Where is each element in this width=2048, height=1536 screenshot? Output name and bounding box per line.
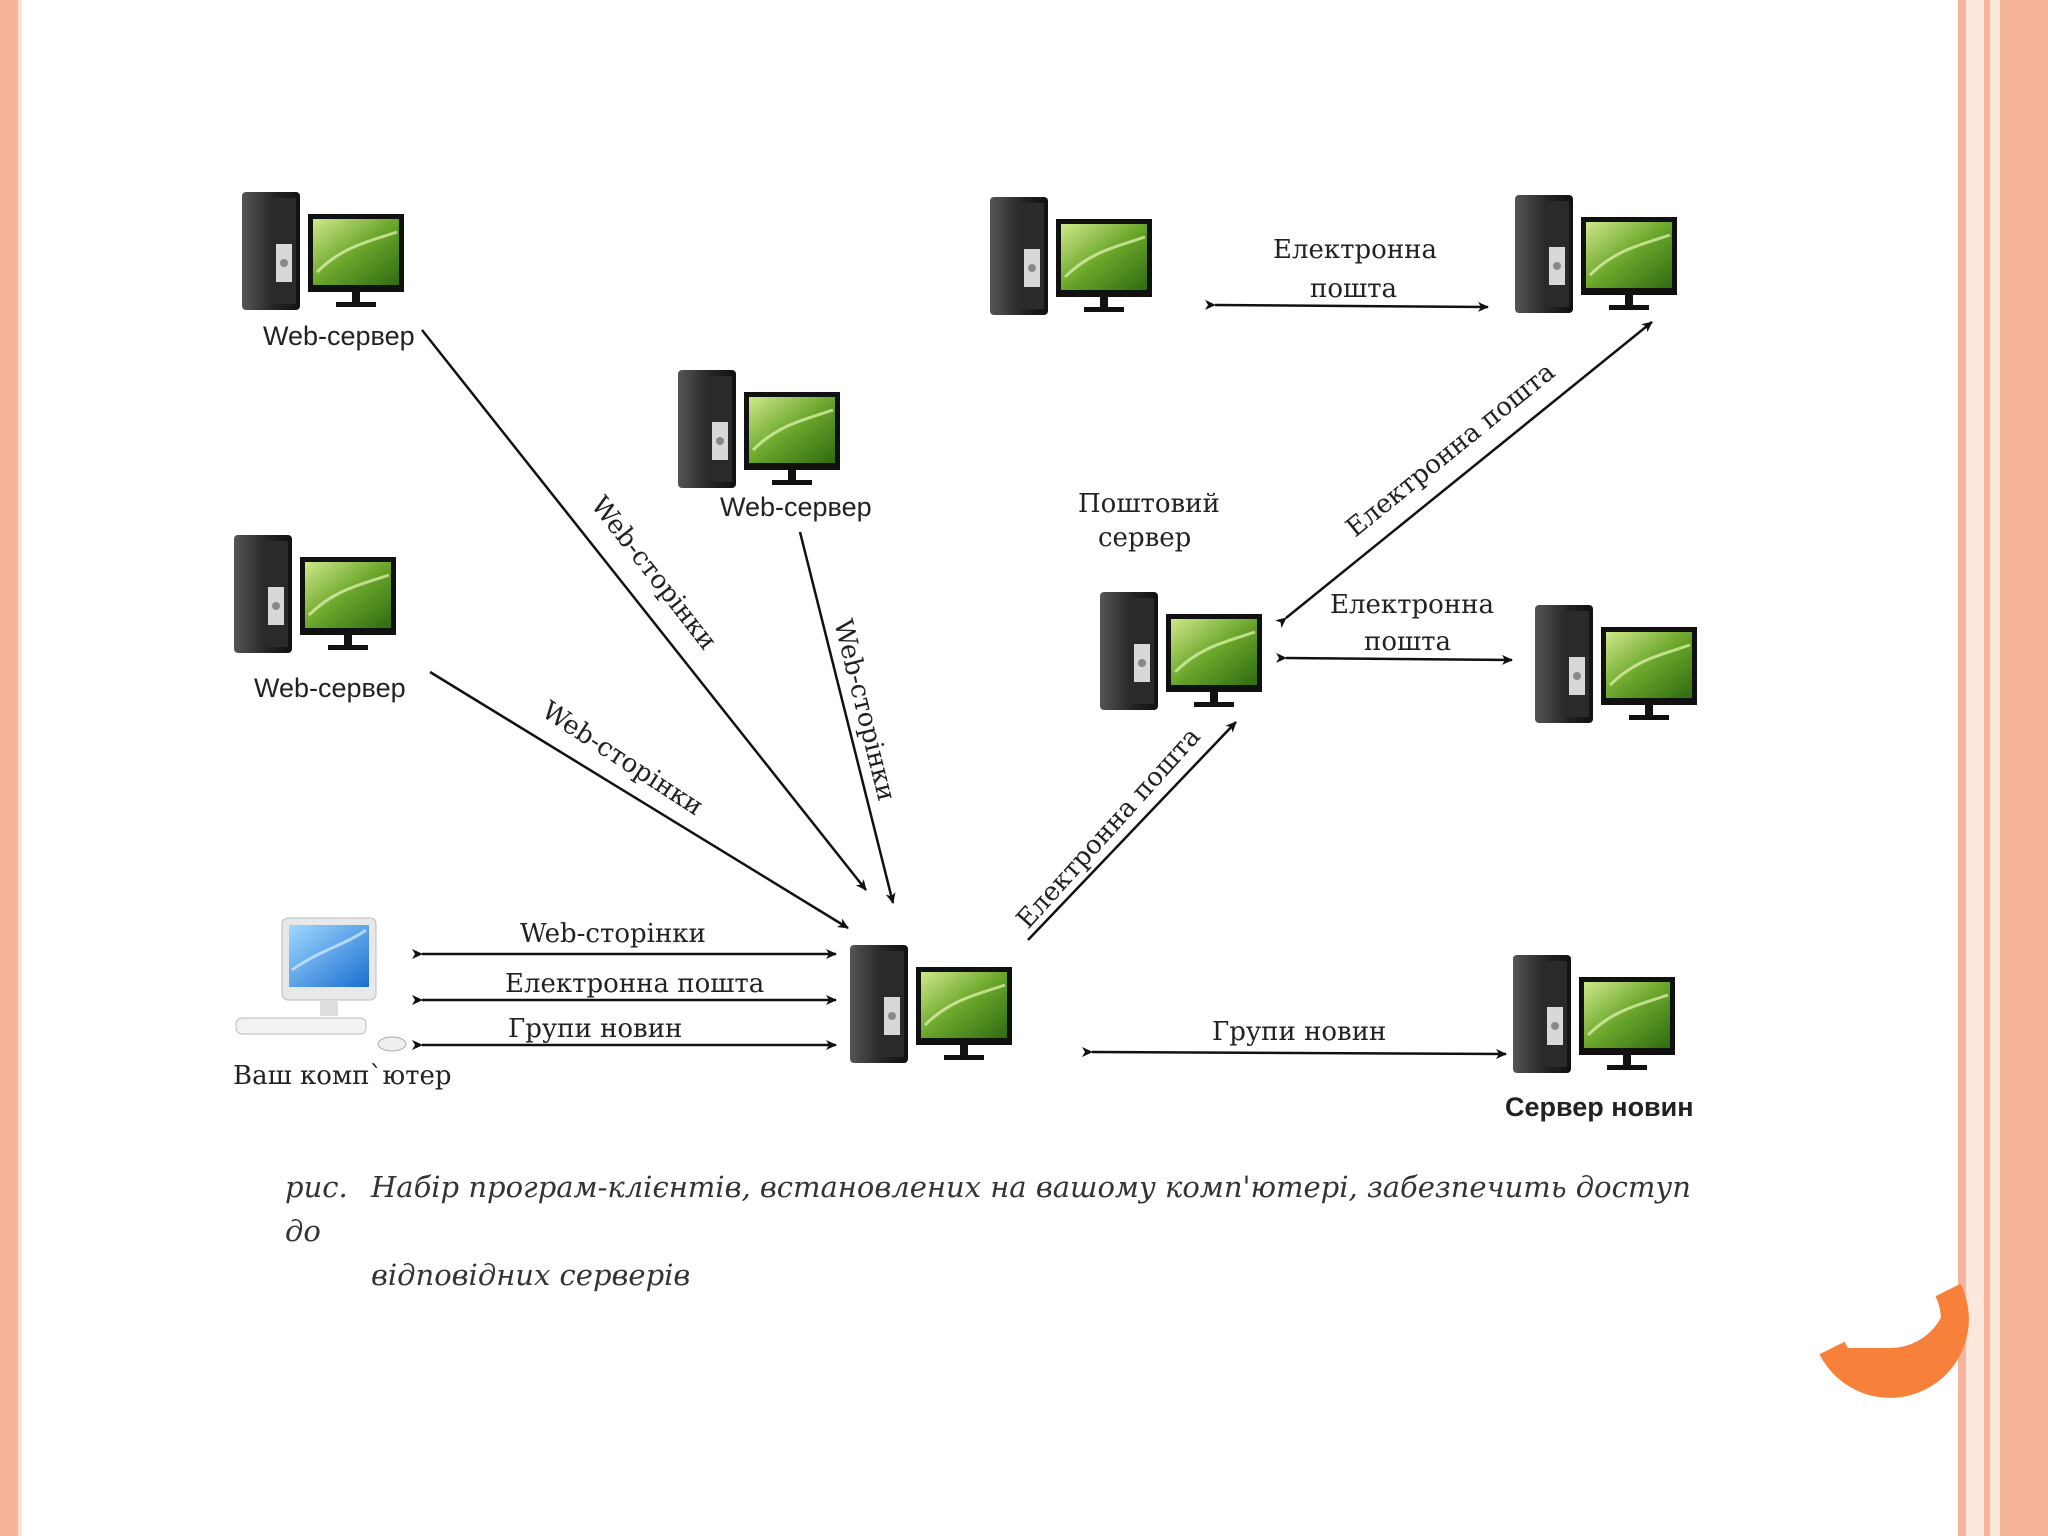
edge-ws2-pages bbox=[798, 531, 896, 904]
your-computer-label: Ваш комп`ютер bbox=[233, 1061, 452, 1091]
figure-caption: рис.Набір програм-клієнтів, встановлених… bbox=[285, 1165, 1715, 1297]
ws1-pages-label: Web-сторінки bbox=[584, 491, 722, 656]
caption-line-1: Набір програм-клієнтів, встановлених на … bbox=[285, 1170, 1691, 1248]
mail-peer-lower-icon bbox=[1533, 603, 1699, 725]
web-server-2-label: Web-сервер bbox=[720, 492, 872, 522]
mail-right-label-1: Електронна bbox=[1330, 590, 1494, 620]
mail-top-diagonal-label: Електронна пошта bbox=[1341, 357, 1561, 543]
ws3-pages-label: Web-сторінки bbox=[536, 696, 708, 822]
right-border-stripe bbox=[1966, 0, 1984, 1536]
caption-prefix: рис. bbox=[285, 1170, 348, 1204]
web-server-1-icon bbox=[240, 190, 406, 312]
news-link-label: Групи новин bbox=[1212, 1017, 1386, 1047]
right-border-stripe bbox=[1958, 0, 1966, 1536]
web-server-3-icon bbox=[232, 533, 398, 655]
mail-server-label-2: сервер bbox=[1098, 523, 1191, 553]
ws2-pages-label: Web-сторінки bbox=[827, 616, 901, 804]
client-pages-label: Web-сторінки bbox=[520, 919, 706, 949]
mail-server-icon bbox=[1098, 590, 1264, 712]
right-border-stripe bbox=[1984, 0, 1990, 1536]
mail-server-label-1: Поштовий bbox=[1078, 489, 1220, 519]
web-server-3-label: Web-сервер bbox=[254, 673, 406, 703]
left-border-inner bbox=[18, 0, 22, 1536]
edge-mail-top bbox=[1275, 321, 1653, 629]
top-email-label-2: пошта bbox=[1310, 274, 1397, 304]
right-border-stripe bbox=[2000, 0, 2048, 1536]
client-email-label: Електронна пошта bbox=[505, 969, 764, 999]
hub-mail-diagonal-label: Електронна пошта bbox=[1011, 722, 1207, 935]
edge-hub-mail bbox=[1027, 721, 1237, 941]
client-news-label: Групи новин bbox=[508, 1014, 682, 1044]
top-email-label-1: Електронна bbox=[1273, 235, 1437, 265]
isp-hub-icon bbox=[848, 943, 1014, 1065]
edge-news-link bbox=[1081, 1046, 1507, 1059]
news-server-icon bbox=[1511, 953, 1677, 1075]
news-server-label: Сервер новин bbox=[1505, 1092, 1694, 1122]
edge-mail-right bbox=[1275, 652, 1513, 665]
client-computer-icon bbox=[235, 917, 407, 1052]
mail-right-label-2: пошта bbox=[1364, 627, 1451, 657]
web-server-1-label: Web-сервер bbox=[263, 321, 415, 351]
edge-ws3-pages bbox=[429, 670, 849, 930]
left-border bbox=[0, 0, 18, 1536]
mail-peer-left-icon bbox=[988, 195, 1154, 317]
corner-accent-arc bbox=[1819, 1283, 1969, 1398]
mail-peer-right-icon bbox=[1513, 193, 1679, 315]
right-border-stripe bbox=[1990, 0, 2000, 1536]
edge-top-email bbox=[1204, 299, 1489, 312]
caption-line-2: відповідних серверів bbox=[371, 1258, 691, 1292]
edge-ws1-pages bbox=[421, 329, 867, 891]
web-server-2-icon bbox=[676, 368, 842, 490]
